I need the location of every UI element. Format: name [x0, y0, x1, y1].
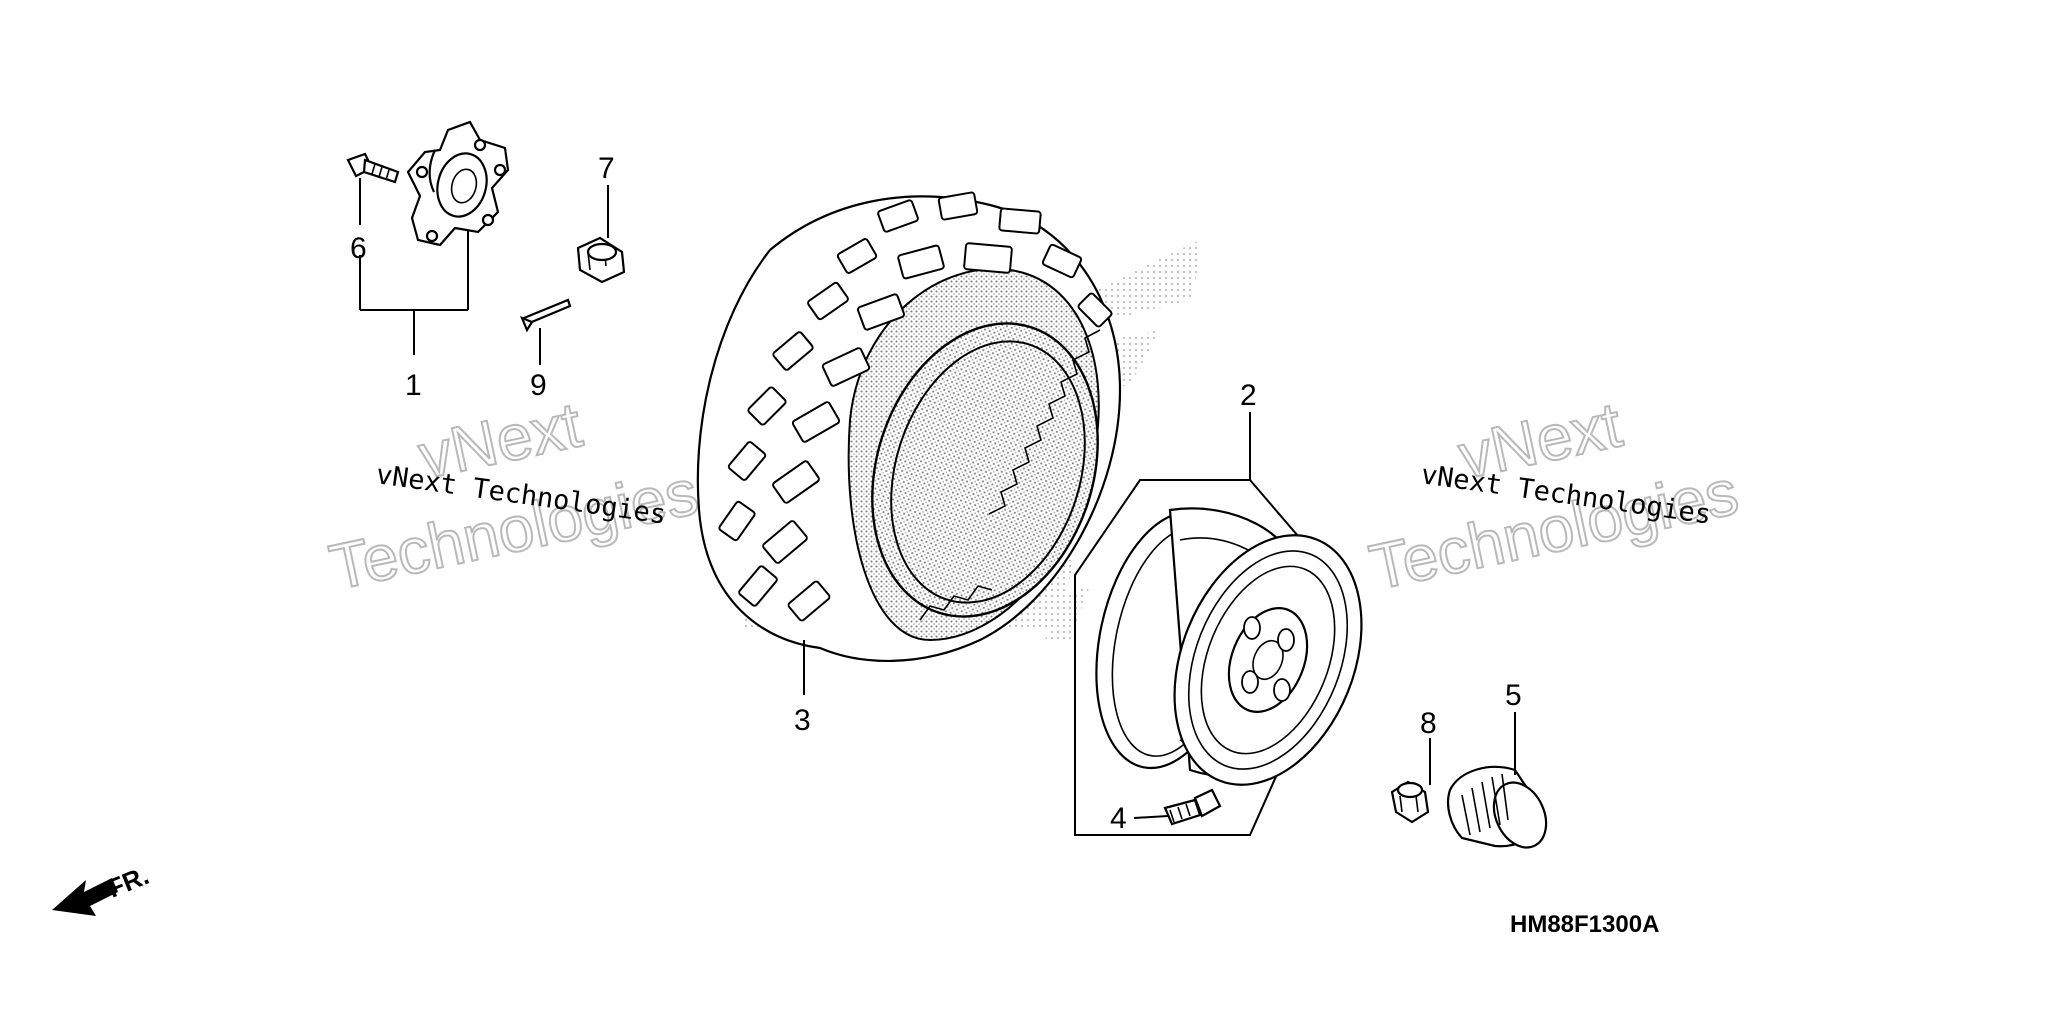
leader-lines — [359, 178, 1516, 819]
callout-labels: 1 2 3 4 5 6 7 8 9 — [350, 152, 1522, 835]
drawing-code: HM88F1300A — [1510, 911, 1659, 938]
lug-nut — [1390, 780, 1430, 824]
callout-2: 2 — [1240, 379, 1257, 412]
hub-cap — [1446, 765, 1548, 849]
wheel-hub — [406, 120, 510, 247]
wheel-rim — [1074, 479, 1363, 836]
callout-3: 3 — [794, 704, 811, 737]
cotter-pin — [519, 298, 572, 333]
hub-bolt — [346, 152, 400, 184]
callout-9: 9 — [530, 369, 547, 402]
callout-8: 8 — [1420, 707, 1437, 740]
valve-stem — [1163, 788, 1222, 826]
callout-6: 6 — [350, 232, 367, 265]
callout-7: 7 — [598, 152, 615, 185]
callout-1: 1 — [405, 369, 422, 402]
front-label: FR. — [103, 860, 153, 904]
tire — [696, 191, 1122, 662]
callout-5: 5 — [1505, 679, 1522, 712]
castle-nut — [576, 236, 626, 284]
arrow-icon — [52, 878, 118, 916]
front-direction-arrow: FR. — [52, 860, 153, 916]
callout-4: 4 — [1110, 802, 1127, 835]
